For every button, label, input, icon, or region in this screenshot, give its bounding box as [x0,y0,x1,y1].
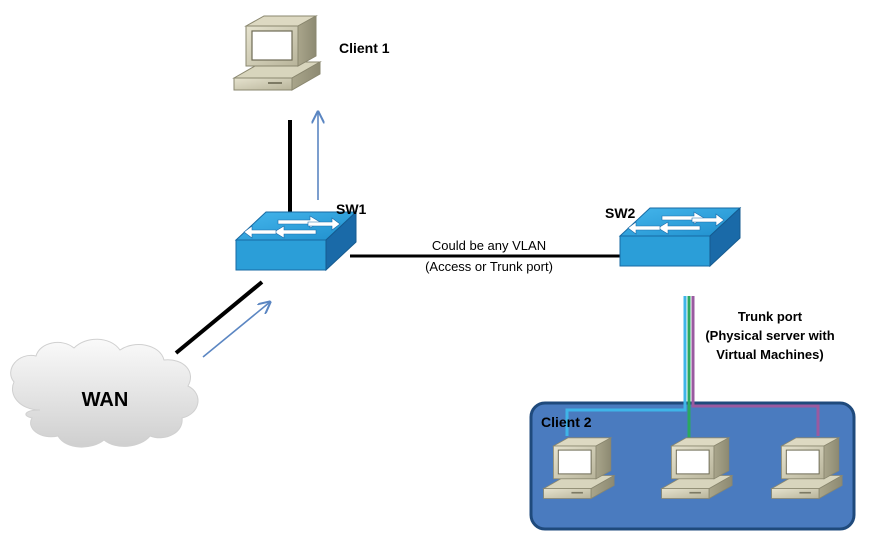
client1-computer-icon [233,15,321,91]
flow-arrow-from-wan [202,302,270,358]
cable-wan-sw1 [174,280,264,355]
sw2-switch-icon [619,207,741,267]
link-label-line1: Could be any VLAN [432,238,546,253]
vm1-computer-icon [543,437,615,499]
vm2-computer-icon [661,437,733,499]
wan-cloud-icon [10,338,199,448]
client1-label: Client 1 [339,40,390,56]
sw1-switch-icon [235,211,357,271]
vm3-computer-icon [771,437,843,499]
trunk-label-line3: Virtual Machines) [716,347,823,362]
trunk-vlan-lines [565,296,820,440]
sw1-label: SW1 [336,201,367,217]
sw2-label: SW2 [605,205,636,221]
link-label-line2: (Access or Trunk port) [425,259,553,274]
client2-label: Client 2 [541,414,592,430]
wan-label: WAN [82,389,129,411]
trunk-label-line2: (Physical server with [705,328,834,343]
trunk-label-line1: Trunk port [738,309,803,324]
